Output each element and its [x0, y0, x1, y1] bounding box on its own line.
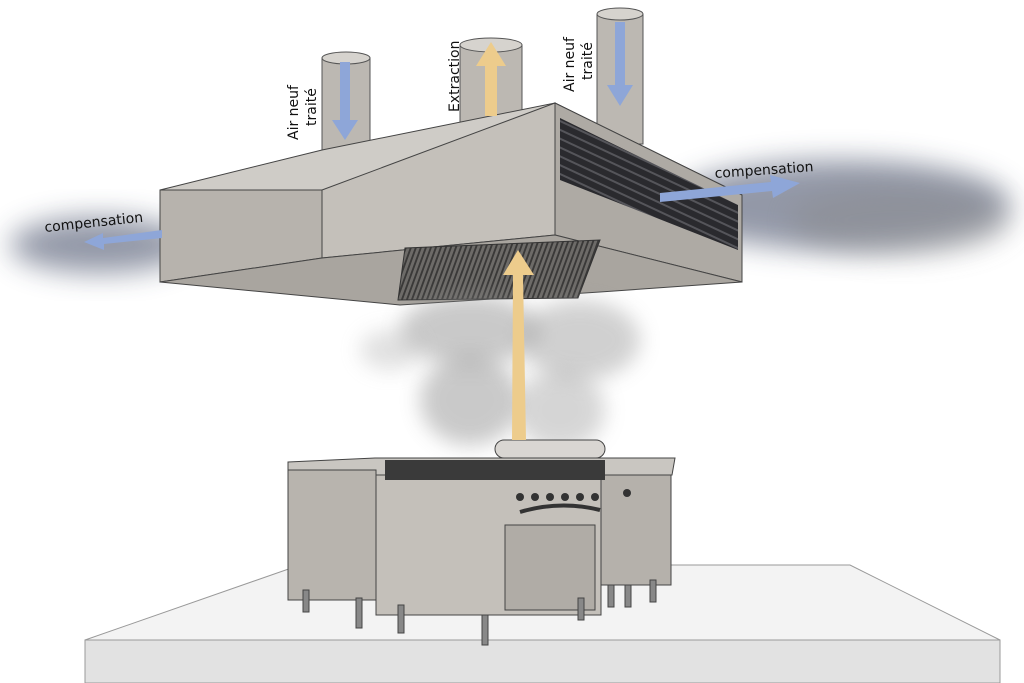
fresh-air-right-label-line1: Air neuf: [562, 36, 578, 92]
extraction-arrow-duct: [476, 42, 506, 116]
extraction-label: Extraction: [447, 41, 463, 112]
compensation-arrow-right: [660, 175, 800, 202]
compensation-right-label: compensation: [714, 159, 814, 182]
arrows: [84, 22, 800, 440]
fresh-air-left-label-line2: traité: [304, 88, 320, 126]
fresh-air-arrow-left: [332, 62, 358, 140]
extraction-hood: [159, 102, 743, 306]
fresh-air-right-label-line2: traité: [580, 42, 596, 80]
fresh-air-left-label-line1: Air neuf: [286, 84, 302, 140]
fresh-air-arrow-right: [607, 22, 633, 106]
extraction-arrow-main: [503, 250, 534, 440]
compensation-arrow-left: [84, 230, 162, 250]
cooking-range: [287, 439, 676, 646]
cooking-smoke: [360, 295, 640, 450]
